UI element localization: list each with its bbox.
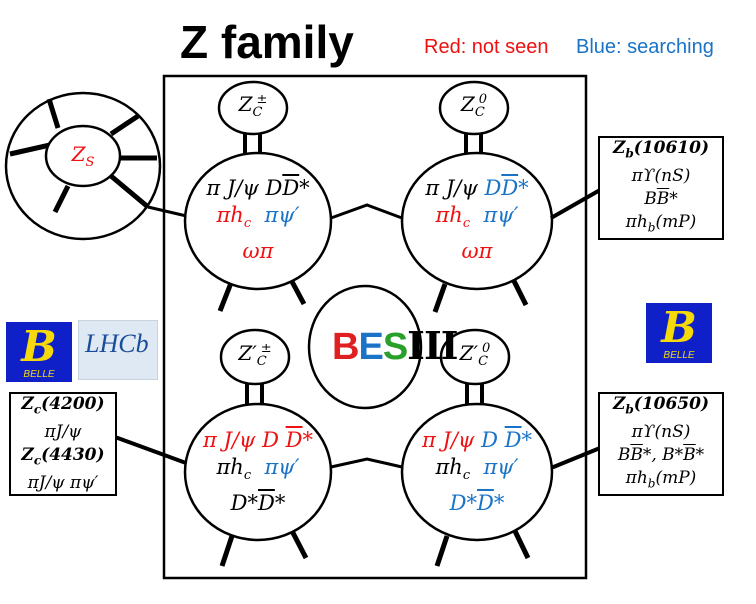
- zb-10610-box: Zb(10610) πϒ(nS) BB* πhb(mP): [598, 136, 724, 240]
- blob-zc-neutral-channels: π J/ψ DD* πhc πψ′ ωπ: [425, 176, 529, 263]
- channel-pi-hc: πhc: [216, 203, 252, 232]
- zc-box: Zc(4200) πJ/ψ Zc(4430) πJ/ψ πψ′: [9, 392, 117, 496]
- channel-pi-psiprime: πψ′: [264, 203, 300, 228]
- belle-logo-left: B BELLE: [6, 322, 72, 382]
- zb-10650-upsilon: πϒ(nS): [631, 422, 691, 442]
- zb-10650-box: Zb(10650) πϒ(nS) BB*, B*B* πhb(mP): [598, 392, 724, 496]
- zs-inner-circle: [44, 124, 122, 188]
- zc-4430-title: Zc(4430): [21, 445, 105, 468]
- zc-4430-channel: πJ/ψ πψ′: [27, 473, 99, 494]
- zb-10650-bbbar: BB*, B*B*: [617, 445, 705, 465]
- zb-10610-upsilon: πϒ(nS): [631, 166, 691, 186]
- legend-searching: Blue: searching: [576, 36, 714, 58]
- channel-pi-hc: πhc: [216, 455, 252, 484]
- channel-pi-jpsi-ddbar: π J/ψ DD*: [206, 176, 310, 201]
- channel-pi-psiprime: πψ′: [264, 455, 300, 480]
- main-frame: [162, 74, 588, 580]
- zs-label: ZS: [71, 142, 95, 170]
- channel-ddbar-star: DD*: [484, 176, 529, 201]
- channel-ddbar-star: D D*: [481, 428, 532, 453]
- zc-neutral-label: ZC0: [460, 92, 488, 120]
- channel-pi-hc: πhc: [435, 455, 471, 484]
- blob-zc-prime-charged-channels: π J/ψ D D* πhc πψ′ D*D*: [188, 422, 328, 522]
- zc-4200-channel: πJ/ψ: [44, 422, 82, 442]
- zc-charged-label: ZC±: [238, 92, 268, 120]
- blob-zc-charged-channels: π J/ψ DD* πhc πψ′ ωπ: [188, 170, 328, 270]
- lhcb-logo: LHCb: [78, 320, 158, 380]
- page-title: Z family: [180, 16, 354, 68]
- zb-10610-title: Zb(10610): [612, 137, 710, 160]
- legend-not-seen: Red: not seen: [424, 36, 549, 58]
- zb-10650-title: Zb(10650): [612, 393, 710, 416]
- channel-pi-psiprime: πψ′: [483, 203, 519, 228]
- channel-pi-hc: πhc: [435, 203, 471, 232]
- blob-zc-prime-neutral-channels: π J/ψ D D* πhc πψ′ D*D*: [422, 428, 532, 515]
- zc-prime-neutral-label: Z′C0: [459, 341, 491, 369]
- channel-pi-psiprime: πψ′: [483, 455, 519, 480]
- channel-pi-jpsi-ddbar: π J/ψ D D*: [203, 428, 313, 453]
- channel-dstar-dbarstar: D*D*: [449, 490, 505, 515]
- zb-10610-bbbar: BB*: [644, 189, 678, 209]
- zb-10610-hb: πhb(mP): [625, 212, 697, 235]
- channel-dstar-dbarstar: D*D*: [230, 490, 286, 515]
- zc-prime-charged-label: Z′C±: [238, 341, 272, 369]
- besiii-logo: BESIII: [332, 323, 459, 368]
- zb-10650-hb: πhb(mP): [625, 468, 697, 491]
- belle-logo-right: B BELLE: [646, 303, 712, 363]
- channel-omega-pi: ωπ: [461, 238, 493, 263]
- zc-4200-title: Zc(4200): [21, 393, 105, 416]
- channel-omega-pi: ωπ: [242, 238, 274, 263]
